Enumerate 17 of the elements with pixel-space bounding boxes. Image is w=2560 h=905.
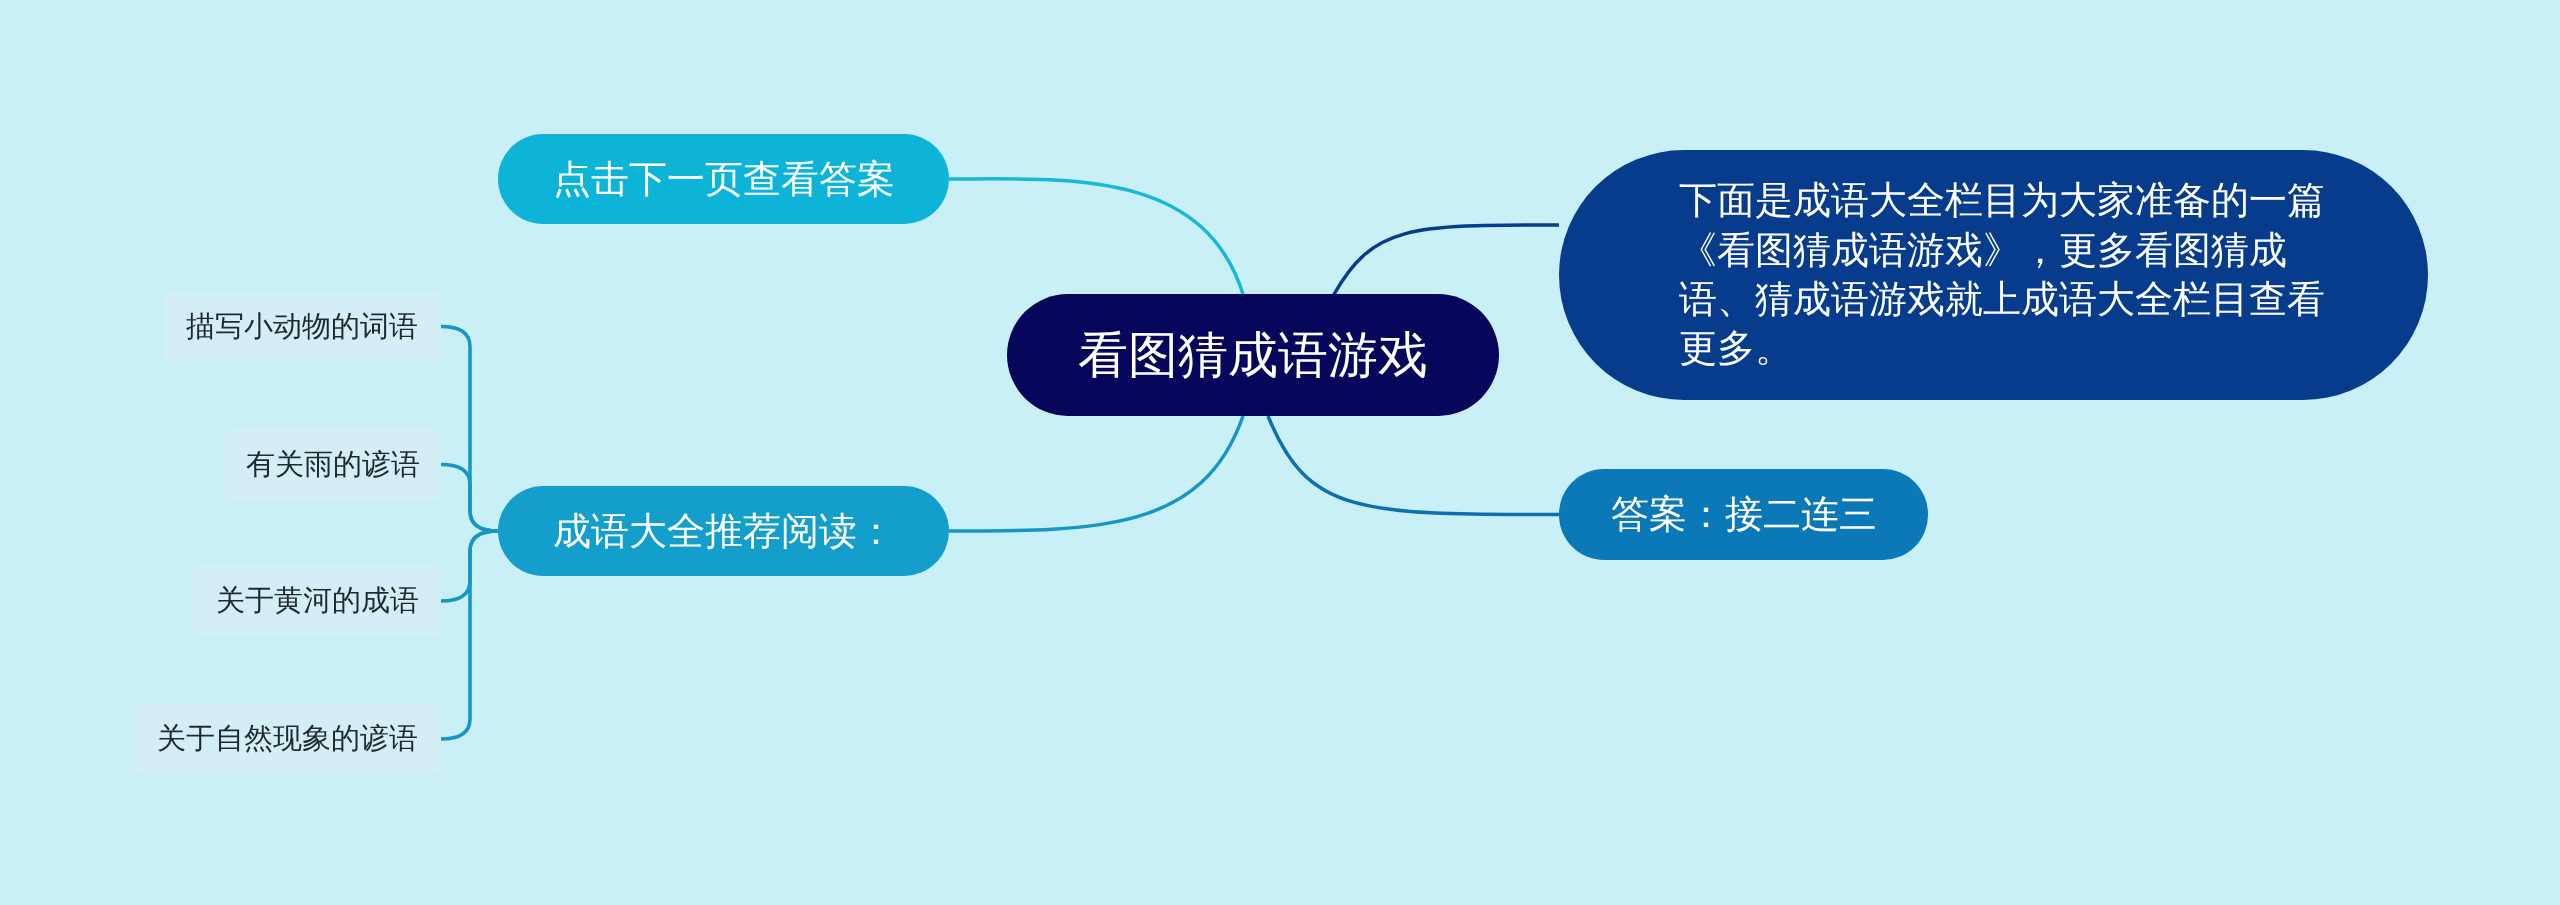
topic-label: 看图猜成语游戏 [1078, 324, 1428, 386]
topic-label: 关于黄河的成语 [215, 582, 419, 619]
topic-label: 关于自然现象的谚语 [157, 720, 418, 757]
subtopic-box [193, 565, 441, 637]
subtopic-box [225, 429, 441, 500]
connector-line [1266, 415, 1559, 517]
note-text: 下面是成语大全栏目为大家准备的一篇《看图猜成语游戏》，更多看图猜成语、猜成语游戏就上成语大全栏目查看更多。 [1679, 177, 2326, 373]
topic-label: 有关雨的谚语 [246, 445, 420, 483]
topic-label: 描写小动物的词语 [186, 307, 418, 345]
connector-line [1331, 223, 1559, 297]
subtopic-box [163, 291, 441, 362]
subtopic-box [134, 704, 441, 774]
topic-label: 点击下一页查看答案 [552, 155, 895, 203]
topic-label: 答案：接二连三 [1610, 491, 1877, 538]
connector-line [949, 177, 1245, 295]
topic-label: 成语大全推荐阅读： [552, 507, 895, 555]
connector-line [949, 415, 1245, 533]
